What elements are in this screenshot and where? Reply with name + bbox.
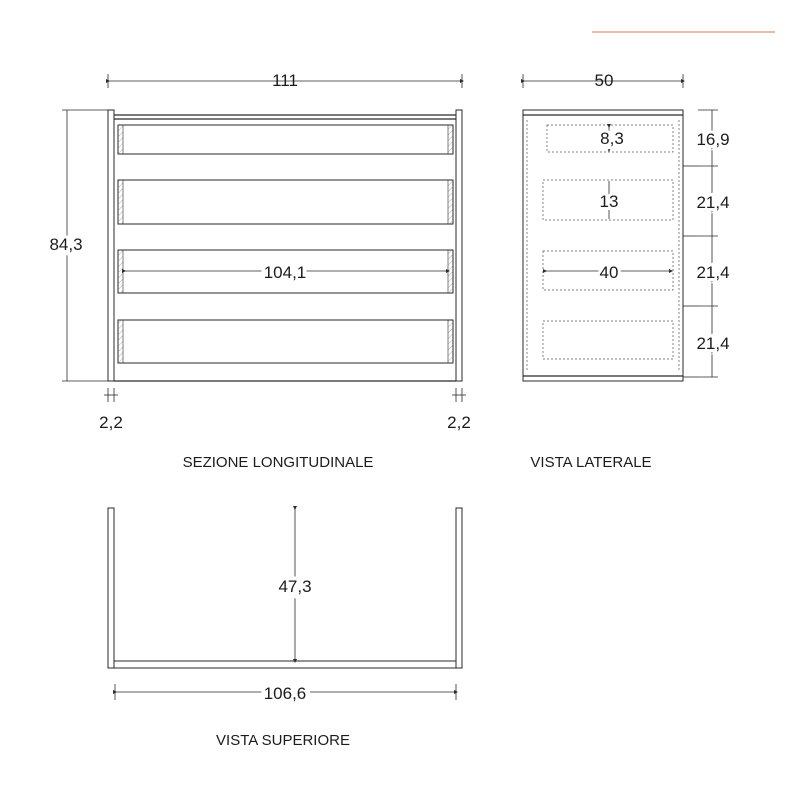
lateral-drawer-1 <box>546 124 674 153</box>
drawer-4 <box>117 319 454 364</box>
drawer-2 <box>117 179 454 225</box>
cabinet-right-side <box>455 109 463 382</box>
longitudinal-inner-width-label: 104,1 <box>264 263 307 282</box>
longitudinal-section-view: 111 84,3 <box>46 71 471 471</box>
lateral-drawer-2 <box>542 179 674 221</box>
lateral-view: 50 8,3 13 40 16,9 21,4 21,4 21,4 <box>521 71 733 471</box>
lateral-side-panel <box>522 109 684 382</box>
lateral-drawer-depth-label: 40 <box>600 263 619 282</box>
top-view: 47,3 106,6 VISTA SUPERIORE <box>107 506 463 749</box>
top-caption: VISTA SUPERIORE <box>216 732 350 749</box>
lateral-depth-label: 50 <box>595 71 614 90</box>
cabinet-left-side <box>107 109 115 382</box>
longitudinal-caption: SEZIONE LONGITUDINALE <box>183 454 374 471</box>
lateral-row-1-label: 16,9 <box>696 130 729 149</box>
longitudinal-width-label: 111 <box>272 71 298 90</box>
lateral-drawer-4 <box>542 320 674 360</box>
top-left-side <box>107 507 115 669</box>
lateral-drawer-inner-label: 13 <box>600 192 619 211</box>
right-side-thickness-label: 2,2 <box>447 413 471 432</box>
longitudinal-height-label: 84,3 <box>49 235 82 254</box>
top-depth-label: 47,3 <box>278 577 311 596</box>
lateral-row-4-label: 21,4 <box>696 334 729 353</box>
lateral-caption: VISTA LATERALE <box>530 454 651 471</box>
top-width-label: 106,6 <box>264 684 307 703</box>
lateral-drawer-height-label: 8,3 <box>600 129 624 148</box>
lateral-row-3-label: 21,4 <box>696 263 729 282</box>
lateral-drawer-3 <box>542 250 674 291</box>
top-back-panel <box>113 660 457 669</box>
lateral-row-2-label: 21,4 <box>696 193 729 212</box>
drawer-1 <box>117 124 454 155</box>
left-side-thickness-label: 2,2 <box>99 413 123 432</box>
top-right-side <box>455 507 463 669</box>
